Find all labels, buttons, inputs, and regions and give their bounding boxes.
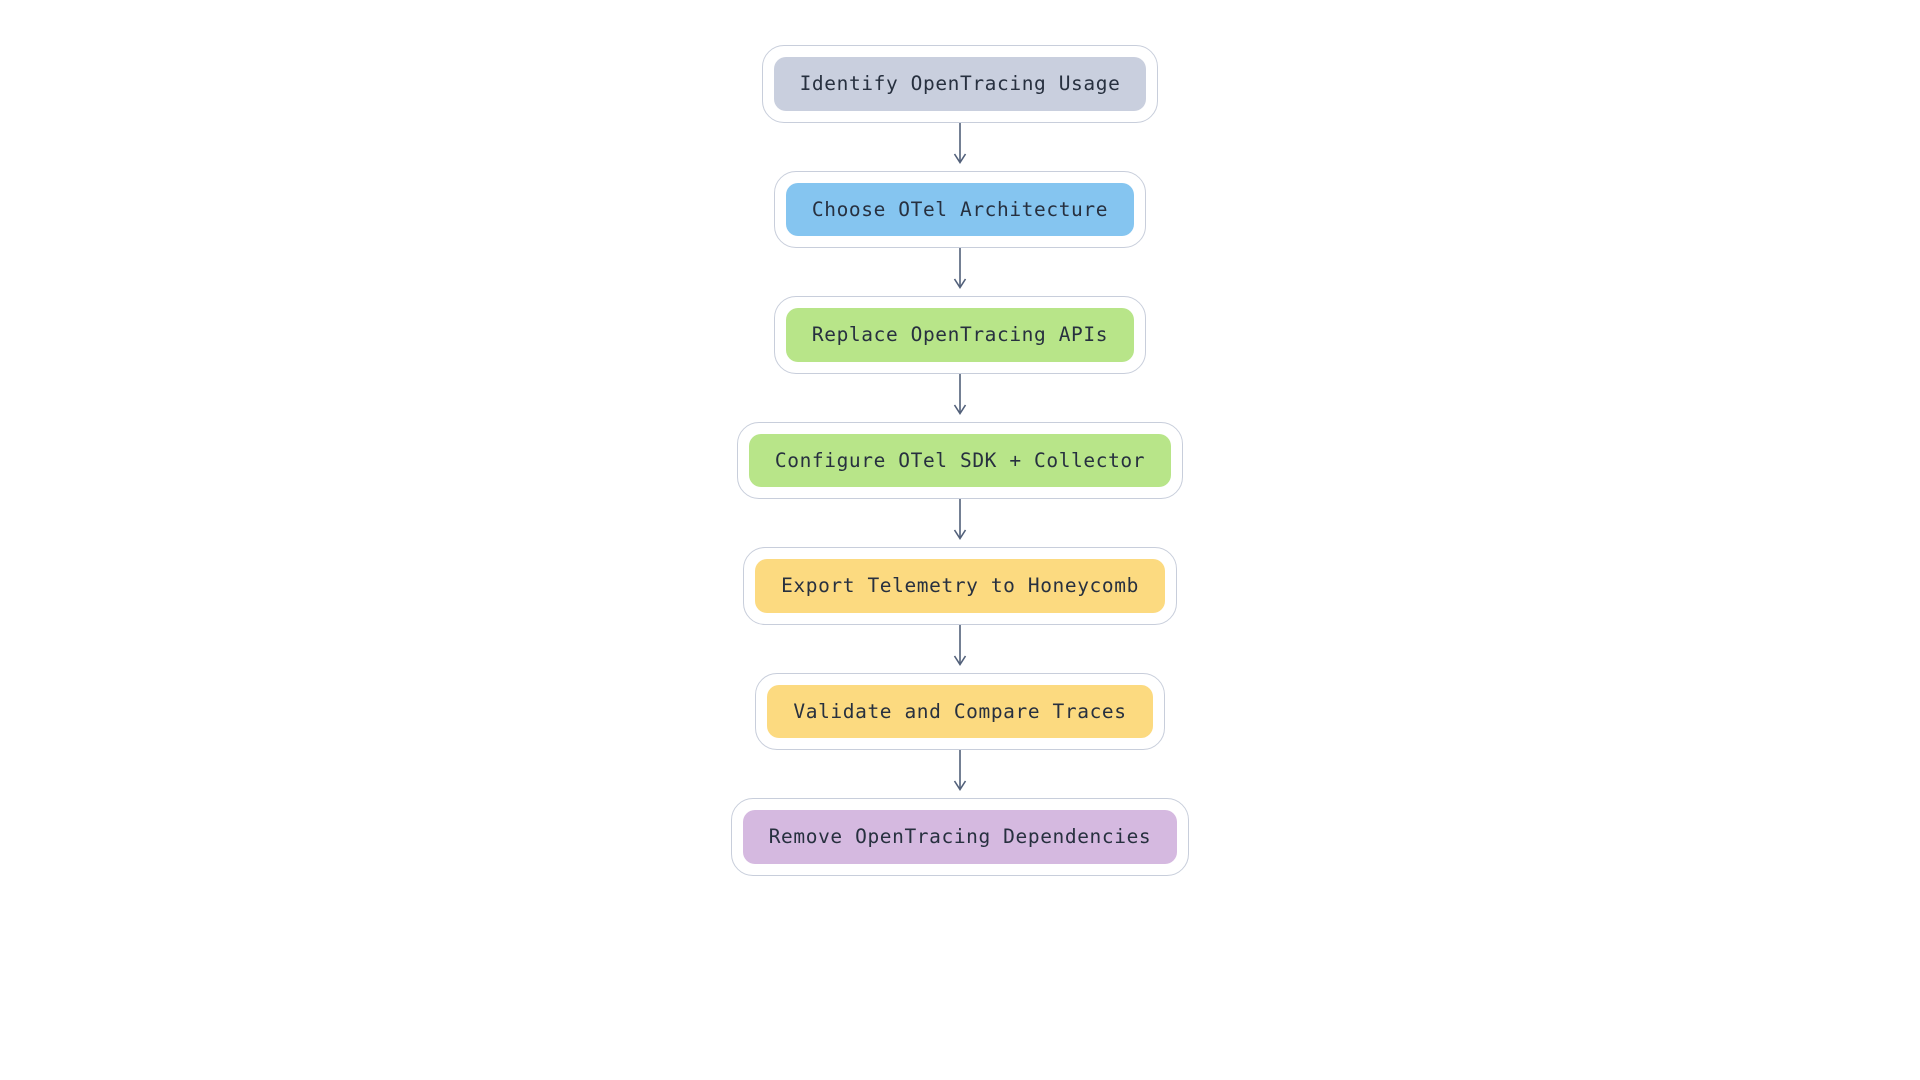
flow-node-choose[interactable]: Choose OTel Architecture [773, 170, 1147, 248]
flow-node-identify-label: Identify OpenTracing Usage [799, 72, 1121, 95]
flow-node-configure-fill: Configure OTel SDK + Collector [748, 433, 1172, 487]
flow-edge-validate-to-remove [953, 750, 967, 791]
flow-node-replace-fill: Replace OpenTracing APIs [785, 308, 1135, 362]
flow-edge-replace-to-configure [953, 373, 967, 415]
flow-node-remove[interactable]: Remove OpenTracing Dependencies [730, 798, 1190, 876]
flow-node-replace[interactable]: Replace OpenTracing APIs [773, 296, 1147, 374]
flow-node-validate-fill: Validate and Compare Traces [767, 684, 1153, 738]
flow-node-choose-label: Choose OTel Architecture [811, 197, 1109, 221]
flow-node-validate-label: Validate and Compare Traces [793, 699, 1127, 723]
flow-node-remove-label: Remove OpenTracing Dependencies [768, 825, 1152, 848]
flow-edge-identify-to-choose [953, 122, 967, 164]
flow-node-configure-label: Configure OTel SDK + Collector [774, 448, 1146, 472]
flow-edge-choose-to-replace [953, 248, 967, 289]
flow-node-replace-label: Replace OpenTracing APIs [811, 323, 1109, 346]
flow-node-choose-fill: Choose OTel Architecture [785, 182, 1135, 236]
flow-node-identify[interactable]: Identify OpenTracing Usage [761, 45, 1159, 123]
flow-node-remove-fill: Remove OpenTracing Dependencies [742, 810, 1178, 864]
flow-edge-export-to-validate [953, 624, 967, 666]
flow-node-export-fill: Export Telemetry to Honeycomb [755, 559, 1165, 613]
flow-node-configure[interactable]: Configure OTel SDK + Collector [736, 421, 1184, 499]
flow-edge-configure-to-export [953, 499, 967, 540]
flow-node-identify-fill: Identify OpenTracing Usage [773, 57, 1147, 111]
flow-node-export-label: Export Telemetry to Honeycomb [781, 574, 1139, 597]
flow-node-export[interactable]: Export Telemetry to Honeycomb [743, 547, 1177, 625]
flow-node-validate[interactable]: Validate and Compare Traces [755, 672, 1165, 750]
